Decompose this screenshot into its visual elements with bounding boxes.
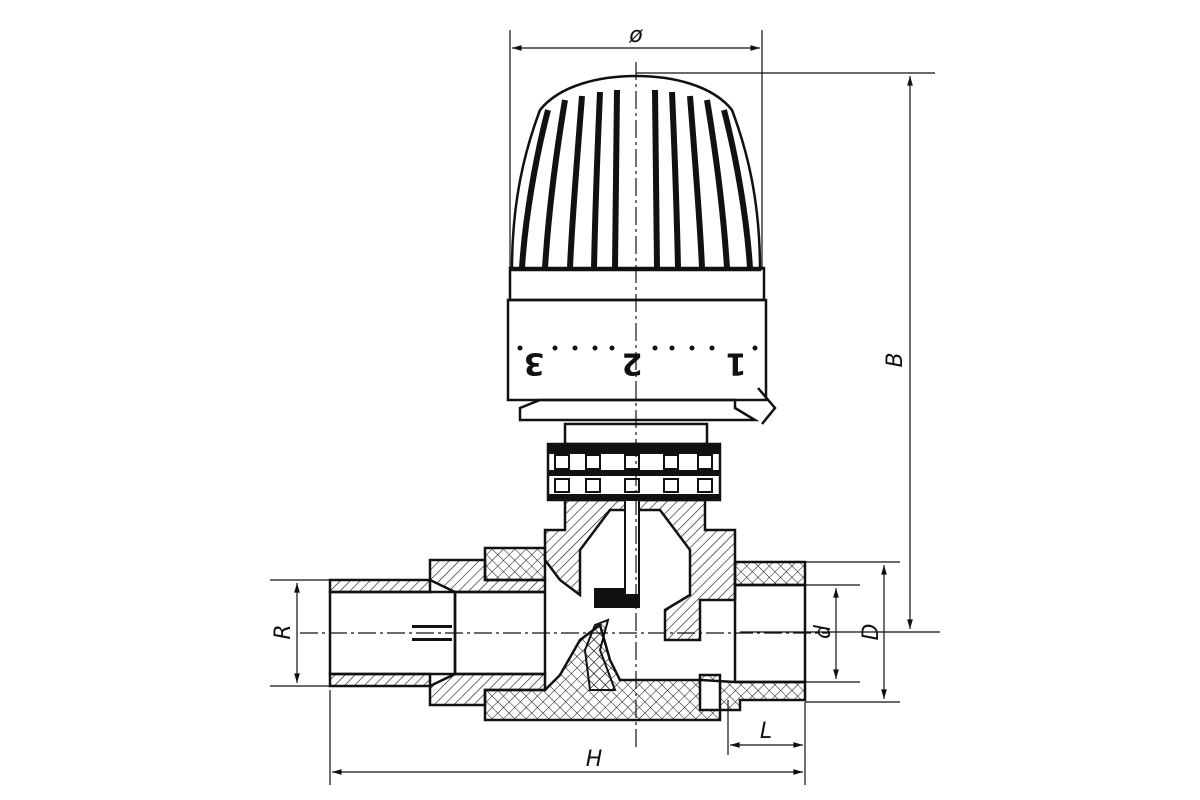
dim-D: D xyxy=(859,624,884,641)
valve-body xyxy=(483,498,807,722)
scale-dots xyxy=(517,345,758,351)
knurled-nut xyxy=(546,442,722,502)
union-tailpiece xyxy=(328,558,547,707)
dim-d: d xyxy=(811,624,836,639)
scale-mark-3: 3 xyxy=(524,346,545,381)
head-ribs xyxy=(519,89,753,269)
dim-diameter: ø xyxy=(628,23,643,48)
dim-B: B xyxy=(883,352,908,367)
dim-R: R xyxy=(271,624,296,639)
dim-H: H xyxy=(586,747,603,772)
dim-L: L xyxy=(760,719,772,744)
scale-mark-1: 1 xyxy=(726,346,747,381)
thermostatic-head: 3 2 1 xyxy=(506,74,777,446)
scale-mark-2: 2 xyxy=(622,346,643,381)
dimension-lines xyxy=(270,30,940,785)
center-lines xyxy=(300,62,830,748)
